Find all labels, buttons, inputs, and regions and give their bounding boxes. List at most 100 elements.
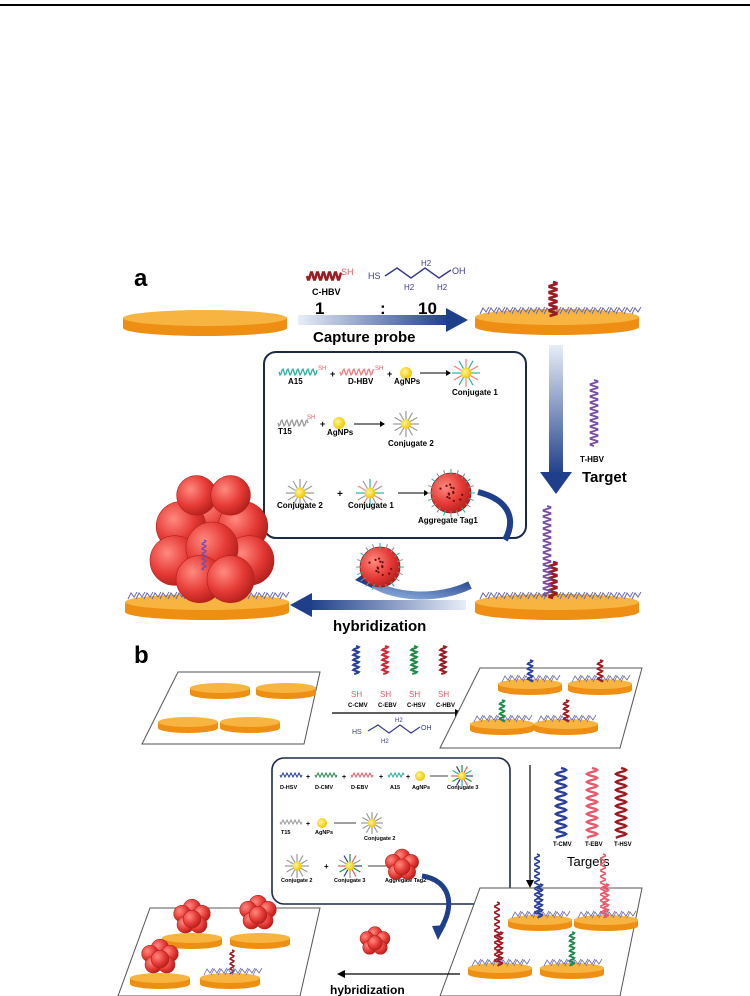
label-d-hsv: D-HSV xyxy=(280,785,297,791)
target-t-cmv-label: T-CMV xyxy=(553,842,572,848)
label-d-cmv: D-CMV xyxy=(315,785,333,791)
label-d-hbv: D-HBV xyxy=(348,377,374,386)
t15-sh: SH xyxy=(307,415,315,421)
label-conjugate-2: Conjugate 2 xyxy=(388,439,434,448)
hybridization-arrow-b-head xyxy=(337,970,345,978)
plus-1: + xyxy=(330,369,335,379)
chip-functionalized-electrodes xyxy=(470,659,632,735)
target-arrow-b-head xyxy=(526,880,534,888)
label-conjugate-1-row3: Conjugate 1 xyxy=(348,501,394,510)
label-agnps-b1: AgNPs xyxy=(412,785,430,791)
label-conjugate-3: Conjugate 3 xyxy=(447,785,478,791)
hybridization-arrow-a xyxy=(290,593,466,617)
dhbv-sh: SH xyxy=(375,366,383,372)
chem-b-h2b: H2 xyxy=(381,739,389,745)
chem-b-oh: OH xyxy=(421,725,432,732)
hybridization-label-b: hybridization xyxy=(330,983,405,996)
label-aggregate-tag1: Aggregate Tag1 xyxy=(418,516,478,525)
chip-bare xyxy=(141,671,321,745)
target-label: Target xyxy=(582,469,627,486)
top-rule xyxy=(0,4,750,6)
plus-2: + xyxy=(387,369,392,379)
ratio-left: 1 xyxy=(315,299,324,318)
target-t-hbv-label: T-HBV xyxy=(580,455,605,464)
probe-sh-label: SH xyxy=(341,267,354,277)
label-conjugate-1: Conjugate 1 xyxy=(452,388,498,397)
capture-probe-label: Capture probe xyxy=(313,329,416,346)
label-conjugate-2-b-row3: Conjugate 2 xyxy=(281,878,312,884)
aggregate-large xyxy=(149,475,275,603)
probe-c-hbv-label: C-HBV xyxy=(312,287,341,297)
agnp-1 xyxy=(400,367,412,379)
panel-a-letter: a xyxy=(134,265,148,292)
plus-b: + xyxy=(342,774,346,781)
box-b-row2-icons: + xyxy=(279,812,383,834)
label-agnps-1: AgNPs xyxy=(394,377,421,386)
electrode-bare xyxy=(123,310,287,336)
probe-sh: SH xyxy=(380,690,391,699)
hybridization-label-a: hybridization xyxy=(333,618,426,635)
conjugate-box-a-content: SH A15 + SH D-HBV + AgNPs Conjugate 1 SH… xyxy=(277,359,498,525)
box-b-row3-icons xyxy=(285,848,419,880)
chem-oh: OH xyxy=(452,266,466,276)
conjugate-1-icon xyxy=(452,359,480,387)
label-conjugate-3-row3: Conjugate 3 xyxy=(334,878,365,884)
chem-h2-right: H2 xyxy=(437,283,448,292)
curved-arrow-a-top xyxy=(477,489,513,542)
curved-arrow-b xyxy=(421,873,452,932)
plus-b: + xyxy=(379,774,383,781)
probe-c-hsv-label: C-HSV xyxy=(407,703,426,709)
chem-b-h2a: H2 xyxy=(395,718,403,724)
a15-sh: SH xyxy=(318,366,326,372)
probe-c-hbv-strand xyxy=(305,271,343,281)
ratio-colon: : xyxy=(380,299,386,318)
spacer-molecule: HS H2 H2 H2 OH xyxy=(368,259,466,292)
plus-b: + xyxy=(306,774,310,781)
plus-b2: + xyxy=(306,821,310,828)
conjugate-2-row3-icon xyxy=(286,479,314,507)
electrode-hybridized xyxy=(475,505,642,620)
target-t-hsv-label: T-HSV xyxy=(614,842,632,848)
probe-c-cmv-label: C-CMV xyxy=(348,703,368,709)
label-a15-b: A15 xyxy=(390,785,400,791)
chem-h2-top: H2 xyxy=(421,259,432,268)
conjugate-box-b-content: D-HSV D-CMV D-EBV A15 AgNPs Conjugate 3 … xyxy=(279,765,478,884)
targets-label: Targets xyxy=(567,854,610,869)
spacer-molecule-b: HS H2 H2 OH xyxy=(352,718,432,745)
chem-h2-left: H2 xyxy=(404,283,415,292)
label-aggregate-tag2: Aggregate Tag2 xyxy=(385,878,426,884)
plus-b: + xyxy=(406,774,410,781)
chem-hs: HS xyxy=(368,271,381,281)
label-conjugate-2-b: Conjugate 2 xyxy=(364,836,395,842)
box-b-row1-icons: + + + + xyxy=(279,765,473,787)
probe-sh: SH xyxy=(438,690,449,699)
probe-sh: SH xyxy=(351,690,362,699)
plus-b-row3: + xyxy=(324,862,329,871)
label-agnps-b2: AgNPs xyxy=(315,830,333,836)
electrode-functionalized xyxy=(475,280,642,335)
probe-sh: SH xyxy=(409,690,420,699)
label-t15: T15 xyxy=(278,427,292,436)
plus-4: + xyxy=(337,489,343,500)
curved-arrow-b-head xyxy=(432,925,446,940)
capture-probe-arrow xyxy=(298,308,468,332)
plus-3: + xyxy=(320,419,325,429)
aggregate-tag1-icon xyxy=(427,469,475,517)
label-agnps-2: AgNPs xyxy=(327,428,354,437)
panel-b-letter: b xyxy=(134,642,149,669)
target-set-b xyxy=(553,766,629,839)
aggregate-tag2-moving xyxy=(359,926,391,955)
target-t-ebv-label: T-EBV xyxy=(585,842,603,848)
chem-b-hs: HS xyxy=(352,729,362,736)
electrode-with-aggregate xyxy=(125,591,290,620)
probe-c-hbv-b-label: C-HBV xyxy=(436,703,455,709)
label-t15-b: T15 xyxy=(281,830,290,836)
chip-hybridized-electrodes xyxy=(468,853,638,979)
probe-c-hbv: SH C-HBV xyxy=(305,267,354,297)
conjugate-box-b xyxy=(271,757,511,905)
conjugate-2-icon xyxy=(393,411,419,437)
ratio-right: 10 xyxy=(418,299,437,318)
aggregate-tag1-moving xyxy=(356,543,404,591)
label-conjugate-2-row3: Conjugate 2 xyxy=(277,501,323,510)
